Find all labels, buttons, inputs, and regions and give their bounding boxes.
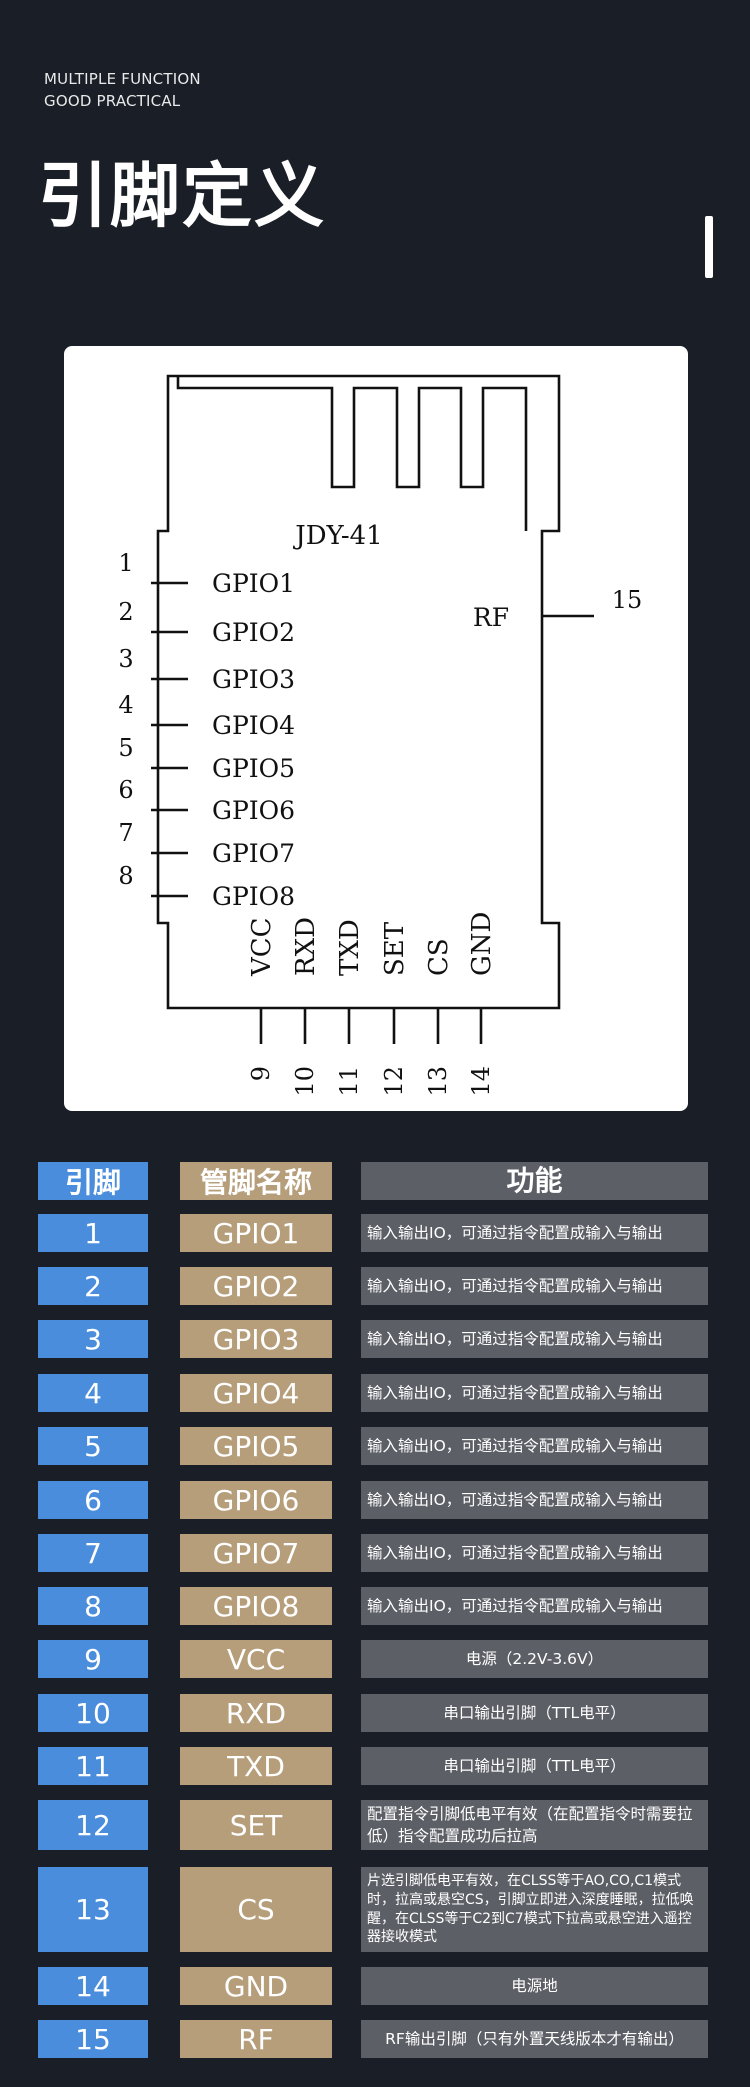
pin-number-cell: 3 [38, 1320, 148, 1358]
pin-name-cell: GPIO3 [180, 1320, 332, 1358]
pin-name-cell: CS [180, 1867, 332, 1952]
left-pin-name: GPIO3 [212, 665, 295, 694]
pin-name-cell: GPIO6 [180, 1481, 332, 1519]
pin-name-cell: RF [180, 2020, 332, 2058]
bottom-pin-name: TXD [335, 919, 365, 976]
pin-number-cell: 5 [38, 1427, 148, 1465]
pin-function-cell: 输入输出IO，可通过指令配置成输入与输出 [361, 1374, 708, 1412]
bottom-pin-name: RXD [291, 917, 321, 976]
module-name: JDY-41 [292, 521, 382, 551]
module-outline [156, 374, 561, 1010]
pin-number-cell: 9 [38, 1640, 148, 1678]
left-pin-number: 2 [118, 598, 133, 626]
bottom-pin-number: 9 [247, 1066, 275, 1081]
bottom-pin-number: 14 [467, 1066, 495, 1097]
pin-function-cell: 电源地 [361, 1967, 708, 2005]
pin-name-cell: GND [180, 1967, 332, 2005]
tagline-line1: MULTIPLE FUNCTION [44, 70, 201, 88]
tagline-line2: GOOD PRACTICAL [44, 92, 181, 110]
pin-name-cell: VCC [180, 1640, 332, 1678]
left-pin-name: GPIO4 [212, 711, 295, 740]
right-pin-number: 15 [612, 586, 643, 614]
pin-name-cell: GPIO7 [180, 1534, 332, 1572]
pin-function-cell: 输入输出IO，可通过指令配置成输入与输出 [361, 1320, 708, 1358]
pin-function-cell: 输入输出IO，可通过指令配置成输入与输出 [361, 1587, 708, 1625]
pin-name-cell: RXD [180, 1694, 332, 1732]
pin-number-cell: 8 [38, 1587, 148, 1625]
left-pin-number: 7 [118, 819, 133, 847]
pin-name-cell: SET [180, 1800, 332, 1850]
pin-function-cell: 串口输出引脚（TTL电平） [361, 1694, 708, 1732]
left-pin-name: GPIO6 [212, 796, 295, 825]
pin-function-cell: 输入输出IO，可通过指令配置成输入与输出 [361, 1427, 708, 1465]
pin-function-cell: 输入输出IO，可通过指令配置成输入与输出 [361, 1267, 708, 1305]
pin-function-cell: 电源（2.2V-3.6V） [361, 1640, 708, 1678]
left-pin-name: GPIO8 [212, 882, 295, 911]
pin-number-cell: 14 [38, 1967, 148, 2005]
bottom-pin-number: 11 [335, 1066, 363, 1097]
left-pin-number: 1 [118, 549, 133, 577]
left-pin-number: 6 [118, 776, 133, 804]
bottom-pin-name: VCC [247, 917, 277, 977]
pin-name-cell: GPIO2 [180, 1267, 332, 1305]
pin-number-cell: 10 [38, 1694, 148, 1732]
left-pin-name: GPIO1 [212, 569, 295, 598]
pin-number-cell: 7 [38, 1534, 148, 1572]
pin-number-cell: 2 [38, 1267, 148, 1305]
pin-number-cell: 6 [38, 1481, 148, 1519]
tagline: MULTIPLE FUNCTION GOOD PRACTICAL [44, 68, 201, 112]
pin-name-cell: GPIO1 [180, 1214, 332, 1252]
pin-function-cell: 配置指令引脚低电平有效（在配置指令时需要拉低）指令配置成功后拉高 [361, 1800, 708, 1850]
header-pin: 引脚 [38, 1162, 148, 1200]
pin-name-cell: GPIO5 [180, 1427, 332, 1465]
left-pin-number: 4 [118, 691, 133, 719]
page-title: 引脚定义 [38, 155, 326, 237]
left-pin-number: 8 [118, 862, 133, 890]
pin-number-cell: 4 [38, 1374, 148, 1412]
pin-function-cell: 片选引脚低电平有效，在CLSS等于AO,CO,C1模式时，拉高或悬空CS，引脚立… [361, 1867, 708, 1952]
header-function: 功能 [361, 1162, 708, 1200]
rf-label: RF [473, 603, 509, 632]
pin-function-cell: 输入输出IO，可通过指令配置成输入与输出 [361, 1214, 708, 1252]
left-pin-name: GPIO5 [212, 754, 295, 783]
bottom-pin-name: SET [380, 921, 410, 976]
pin-number-cell: 15 [38, 2020, 148, 2058]
pin-name-cell: GPIO4 [180, 1374, 332, 1412]
pin-number-cell: 12 [38, 1800, 148, 1850]
pin-function-cell: 输入输出IO，可通过指令配置成输入与输出 [361, 1481, 708, 1519]
pin-name-cell: TXD [180, 1747, 332, 1785]
bottom-pin-number: 12 [380, 1066, 408, 1097]
left-pin-number: 5 [118, 734, 133, 762]
left-pin-name: GPIO7 [212, 839, 295, 868]
bottom-pin-name: CS [424, 938, 454, 976]
pin-number-cell: 13 [38, 1867, 148, 1952]
pin-function-cell: 输入输出IO，可通过指令配置成输入与输出 [361, 1534, 708, 1572]
pin-function-cell: 串口输出引脚（TTL电平） [361, 1747, 708, 1785]
bottom-pin-number: 13 [424, 1066, 452, 1097]
bottom-pin-number: 10 [291, 1066, 319, 1097]
bottom-pin-name: GND [467, 912, 497, 976]
pin-function-cell: RF输出引脚（只有外置天线版本才有输出） [361, 2020, 708, 2058]
left-pin-number: 3 [118, 645, 133, 673]
decorative-bar [705, 216, 713, 278]
pin-name-cell: GPIO8 [180, 1587, 332, 1625]
left-pin-name: GPIO2 [212, 618, 295, 647]
pin-number-cell: 11 [38, 1747, 148, 1785]
header-name: 管脚名称 [180, 1162, 332, 1200]
antenna-trace [176, 376, 528, 531]
pin-number-cell: 1 [38, 1214, 148, 1252]
